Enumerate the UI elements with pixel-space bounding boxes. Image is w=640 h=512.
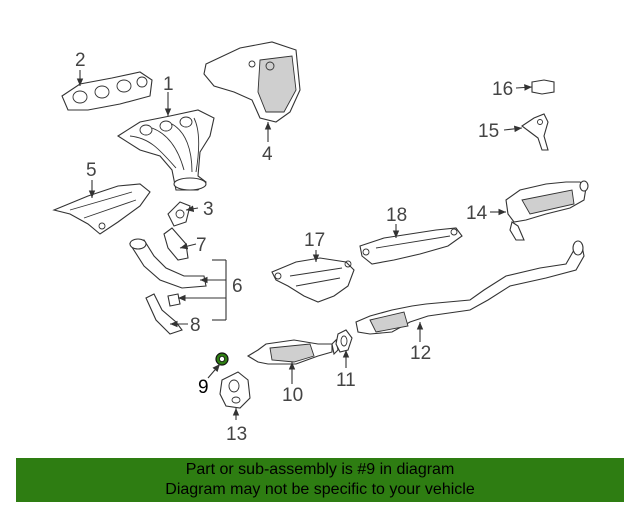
tail-pipe-muffler[interactable] — [505, 180, 589, 241]
callout-2: 2 — [75, 50, 86, 71]
catalytic-converter[interactable] — [246, 338, 339, 365]
exhaust-manifold-gasket[interactable] — [61, 71, 153, 111]
info-banner: Part or sub-assembly is #9 in diagram Di… — [16, 458, 624, 502]
front-exhaust-pipe[interactable] — [129, 227, 207, 289]
callout-16: 16 — [492, 79, 513, 100]
callout-9: 9 — [198, 377, 209, 398]
callout-15: 15 — [478, 121, 499, 142]
callout-10: 10 — [282, 385, 303, 406]
callout-5: 5 — [86, 160, 97, 181]
callout-labels: 2 1 4 5 3 7 6 8 9 10 11 12 13 14 15 16 1… — [75, 50, 513, 445]
front-pipe-gasket[interactable] — [167, 201, 191, 227]
callout-14: 14 — [466, 203, 488, 224]
gasket-part-9[interactable] — [215, 352, 229, 366]
leader-lines — [76, 70, 533, 420]
callout-17: 17 — [304, 230, 325, 251]
callout-12: 12 — [410, 343, 431, 364]
hanger-clip[interactable] — [531, 79, 555, 95]
callout-8: 8 — [190, 315, 201, 336]
callout-4: 4 — [262, 144, 273, 165]
exhaust-manifold[interactable] — [116, 109, 215, 191]
front-pipe-lower-shield[interactable] — [145, 293, 183, 335]
banner-line-1: Part or sub-assembly is #9 in diagram — [185, 461, 455, 478]
callout-13: 13 — [226, 424, 247, 445]
banner-line-2: Diagram may not be specific to your vehi… — [165, 481, 475, 498]
center-exhaust-pipe[interactable] — [355, 240, 585, 335]
callout-6: 6 — [232, 276, 243, 297]
callout-1: 1 — [163, 74, 174, 95]
callout-18: 18 — [386, 205, 407, 226]
callout-11: 11 — [336, 370, 356, 391]
center-heat-insulator[interactable] — [271, 257, 355, 303]
callout-7: 7 — [196, 235, 207, 256]
manifold-heat-insulator[interactable] — [203, 41, 301, 123]
callout-3: 3 — [203, 199, 214, 220]
exhaust-parts-diagram: 2 1 4 5 3 7 6 8 9 10 11 12 13 14 15 16 1… — [52, 41, 589, 445]
exhaust-hanger[interactable] — [219, 371, 251, 409]
heat-shield-front[interactable] — [52, 183, 151, 235]
center-pipe-gasket[interactable] — [335, 329, 353, 353]
hanger-bracket[interactable] — [521, 113, 549, 151]
rear-heat-insulator[interactable] — [359, 227, 463, 265]
